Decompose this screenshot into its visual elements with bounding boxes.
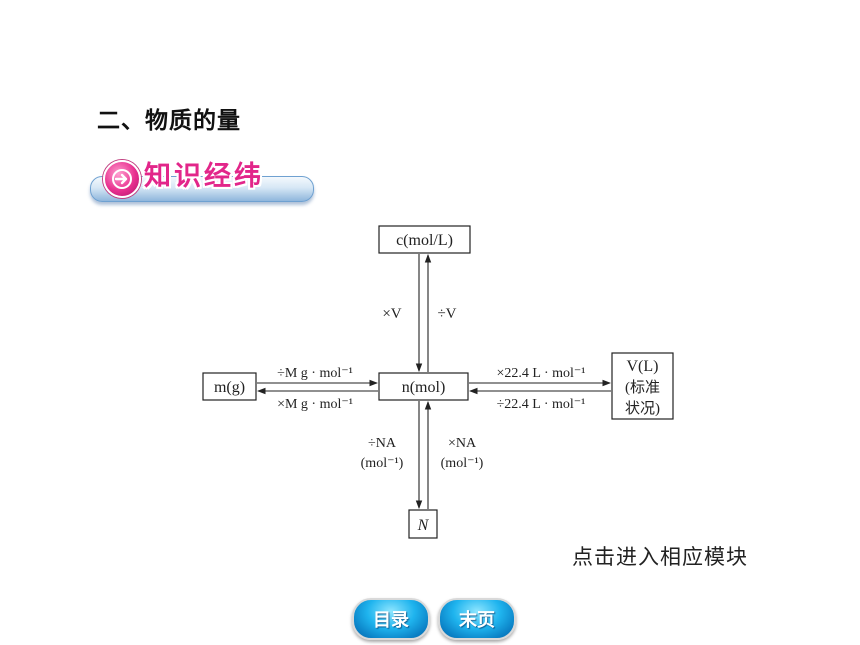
node-volume-box [611, 352, 674, 420]
last-page-button[interactable]: 末页 [438, 598, 516, 640]
node-volume-line2: (标准 [625, 379, 660, 396]
edge-label-N-to-n-line1: ×NA [448, 436, 477, 451]
knowledge-banner: 知识经纬 [90, 150, 314, 206]
node-mass: m(g) [214, 379, 245, 396]
toc-button[interactable]: 目录 [352, 598, 430, 640]
edge-label-n-to-c: ×V [382, 306, 401, 322]
edge-label-n-to-m: ×M g · mol⁻¹ [277, 397, 353, 412]
node-concentration: c(mol/L) [396, 232, 453, 249]
node-mass-box [202, 372, 257, 401]
edge-label-n-to-N-line2: (mol⁻¹) [361, 456, 404, 471]
node-particles-box [408, 509, 438, 539]
arrow-right-icon [103, 160, 141, 198]
edge-label-m-to-n: ÷M g · mol⁻¹ [277, 366, 353, 381]
edge-label-n-to-v: ×22.4 L · mol⁻¹ [497, 366, 586, 381]
banner-label: 知识经纬 [144, 161, 264, 192]
node-moles-box [378, 372, 469, 401]
node-volume-line3: 状况) [625, 400, 660, 417]
node-particles: N [417, 517, 430, 534]
node-moles: n(mol) [402, 379, 446, 396]
node-volume-line1: V(L) [627, 358, 659, 375]
section-title: 二、物质的量 [97, 108, 241, 134]
module-hint[interactable]: 点击进入相应模块 [572, 545, 748, 569]
edge-label-c-to-n: ÷V [437, 306, 456, 322]
node-concentration-box [378, 225, 471, 254]
edge-label-v-to-n: ÷22.4 L · mol⁻¹ [497, 397, 586, 412]
edge-label-N-to-n-line2: (mol⁻¹) [441, 456, 484, 471]
edge-label-n-to-N-line1: ÷NA [368, 436, 397, 451]
